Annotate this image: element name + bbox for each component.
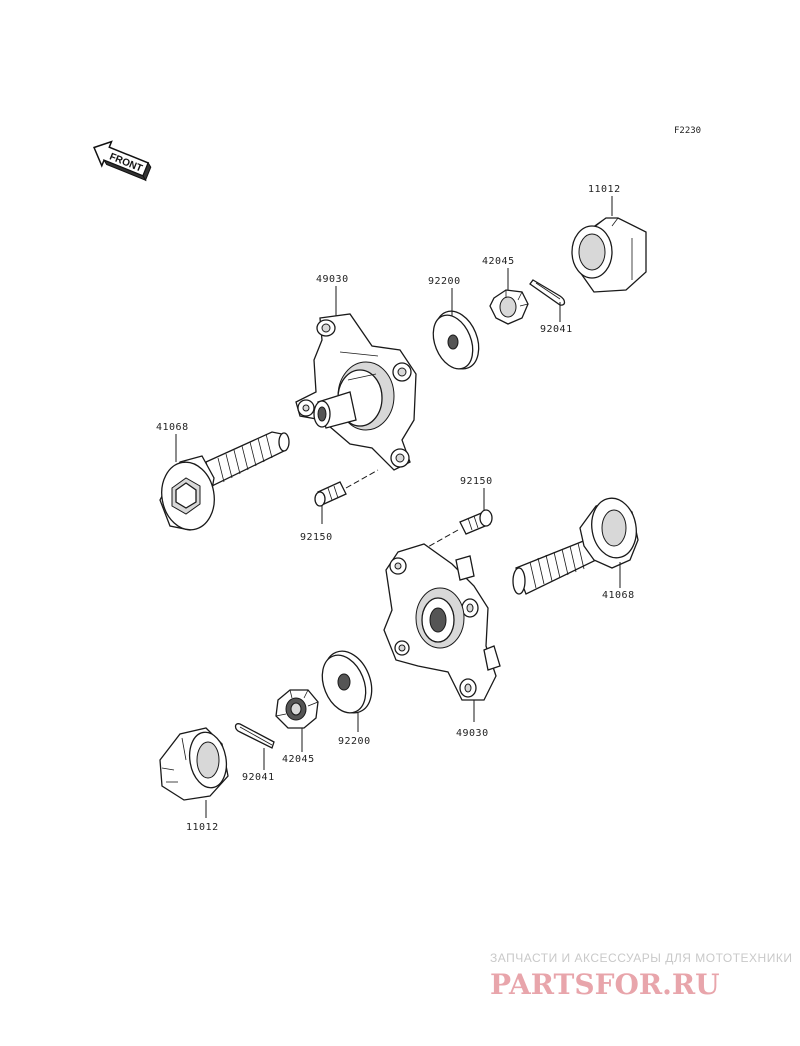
cotter-pin-bottom <box>234 723 275 749</box>
label-washer-top: 92200 <box>428 276 461 287</box>
label-hub-top: 49030 <box>316 274 349 285</box>
label-pin-bottom: 92041 <box>242 772 275 783</box>
stud-bolt-right <box>459 509 493 535</box>
castle-nut-top <box>489 289 529 325</box>
label-axle-right: 41068 <box>602 590 635 601</box>
front-arrow-icon: FRONT <box>93 140 152 182</box>
washer-top <box>432 310 480 370</box>
label-hub-bottom: 49030 <box>456 728 489 739</box>
axle-left <box>159 431 290 531</box>
diagram-ref-code: F2230 <box>674 126 701 136</box>
label-pin-top: 92041 <box>540 324 573 335</box>
cap-bottom <box>159 727 229 801</box>
watermark-tagline: ЗАПЧАСТИ И АКСЕССУАРЫ ДЛЯ МОТОТЕХНИКИ <box>490 951 792 965</box>
hub-top <box>295 313 417 471</box>
castle-nut-bottom <box>275 689 319 729</box>
washer-bottom <box>321 650 373 714</box>
label-bolt-left: 92150 <box>300 532 333 543</box>
label-nut-bottom: 42045 <box>282 754 315 765</box>
hub-bottom <box>383 543 501 701</box>
label-nut-top: 42045 <box>482 256 515 267</box>
label-axle-left: 41068 <box>156 422 189 433</box>
label-bolt-right: 92150 <box>460 476 493 487</box>
label-cap-top: 11012 <box>588 184 621 195</box>
stud-bolt-left <box>314 481 347 507</box>
cap-top <box>571 217 647 293</box>
label-cap-bottom: 11012 <box>186 822 219 833</box>
axle-right <box>512 497 639 595</box>
watermark-logo: PARTSFOR.RU <box>490 968 720 1001</box>
label-washer-bottom: 92200 <box>338 736 371 747</box>
cotter-pin-top <box>529 279 566 306</box>
